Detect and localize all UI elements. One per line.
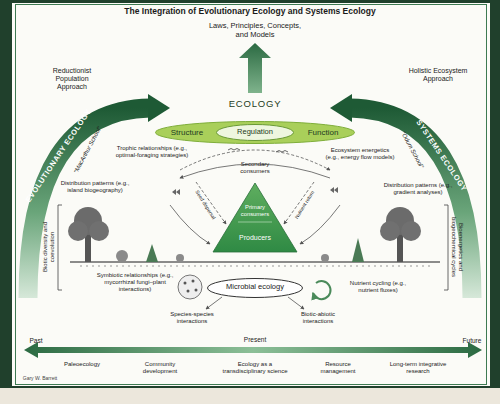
panel-border: [16, 5, 487, 385]
node-shape: [217, 125, 294, 141]
cycle-arrow: [313, 281, 331, 299]
node-shape: [213, 183, 297, 252]
tree-canopy: [380, 221, 400, 241]
page-panel: [12, 3, 490, 386]
butterfly-symbol: [172, 189, 180, 195]
bird-symbol: [276, 151, 288, 153]
timeline-topic: Paleoecology: [52, 361, 112, 368]
tree-canopy: [68, 221, 88, 241]
topic-label: Trophic relationships (e.g., optimal-for…: [115, 145, 189, 159]
topic-label: Distribution patterns (e.g., gradient an…: [383, 182, 453, 196]
node-outline: [320, 96, 492, 302]
bracket: [58, 205, 62, 290]
mycorrhiza-dot: [192, 280, 195, 283]
node-text: Secondary consumers: [230, 161, 280, 175]
node-text: Structure: [162, 128, 212, 137]
mycorrhiza-dot: [184, 282, 187, 285]
time-label: Future: [454, 337, 490, 344]
time-label: Present: [230, 336, 280, 343]
time-arrow: [24, 342, 482, 358]
node-shape: [350, 108, 472, 298]
topic-label: Distribution patterns (e.g., island biog…: [60, 180, 130, 194]
diagram-title: The Integration of Evolutionary Ecology …: [50, 7, 450, 17]
flow-arrow: [206, 297, 222, 309]
ground-line: [70, 261, 440, 263]
node-shape: [156, 122, 355, 144]
regulation-oval: Regulation: [216, 124, 294, 141]
trophic-pyramid: Secondary consumersPrimary consumersProd…: [205, 160, 305, 254]
node-text: Microbial ecology: [210, 283, 300, 292]
ecology-ellipse: Structure Function Regulation: [155, 121, 355, 144]
node-shape: [208, 279, 303, 298]
flow-arrow: [300, 205, 340, 244]
node-text: Producers: [225, 234, 285, 242]
time-label: Past: [21, 337, 51, 344]
bracket: [444, 205, 448, 290]
shrub: [321, 254, 329, 262]
node-text: Function: [298, 128, 348, 137]
timeline-topic: Resource management: [311, 361, 366, 375]
top-heading: Laws, Principles, Concepts, and Models: [205, 22, 305, 39]
flow-arrow: [170, 205, 210, 244]
band-arrow-head: [148, 94, 170, 122]
timeline-topic: Long-term integrative research: [387, 361, 449, 375]
approach-label: Reductionist Population Approach: [41, 67, 103, 91]
conifer: [146, 244, 158, 262]
topic-label: Ecosystem energetics (e.g., energy flow …: [324, 147, 396, 161]
butterfly-symbol: [330, 187, 338, 193]
shrub: [116, 250, 128, 262]
bracket-label: Biotic diversity and coevolution: [42, 207, 56, 287]
mycorrhiza-dot: [195, 289, 198, 292]
node-text: Regulation: [220, 128, 290, 137]
up-arrow: [239, 43, 271, 93]
conifer: [352, 238, 364, 262]
flow-arrow: [288, 297, 304, 309]
timeline-topic: Community development: [133, 361, 188, 375]
field-name: ECOLOGY: [215, 99, 295, 110]
author-credit: Gary W. Barrett: [10, 376, 70, 382]
shrub: [176, 254, 184, 262]
mycorrhiza-dot: [187, 290, 190, 293]
interaction-label: Species-species interactions: [165, 311, 220, 325]
tree-canopy: [401, 221, 421, 241]
mycorrhiza-symbol: [178, 275, 202, 299]
soil-texture: [80, 266, 430, 267]
approach-label: Holistic Ecosystem Approach: [407, 67, 469, 83]
level-line: [238, 222, 272, 223]
interaction-label: Biotic-abiotic interactions: [291, 311, 346, 325]
approach-arrow: SYSTEMS ECOLOGY: [320, 96, 492, 302]
topic-label: Nutrient cycling (e.g., nutrient fluxes): [343, 280, 413, 294]
timeline-topic: Ecology as a transdisciplinary science: [218, 361, 293, 375]
bracket-label: Bioenergetics and biogeochemical cycles: [450, 207, 464, 287]
tree-canopy: [89, 221, 109, 241]
topic-label: Symbiotic relationships (e.g., mycorrhiz…: [94, 272, 176, 293]
microbial-oval: Microbial ecology: [207, 278, 303, 298]
page-edge: [0, 388, 500, 404]
node-shape: [28, 108, 150, 298]
band-arrow-head: [330, 94, 352, 122]
bird-symbol: [228, 149, 240, 151]
node-text: Primary consumers: [237, 204, 273, 217]
